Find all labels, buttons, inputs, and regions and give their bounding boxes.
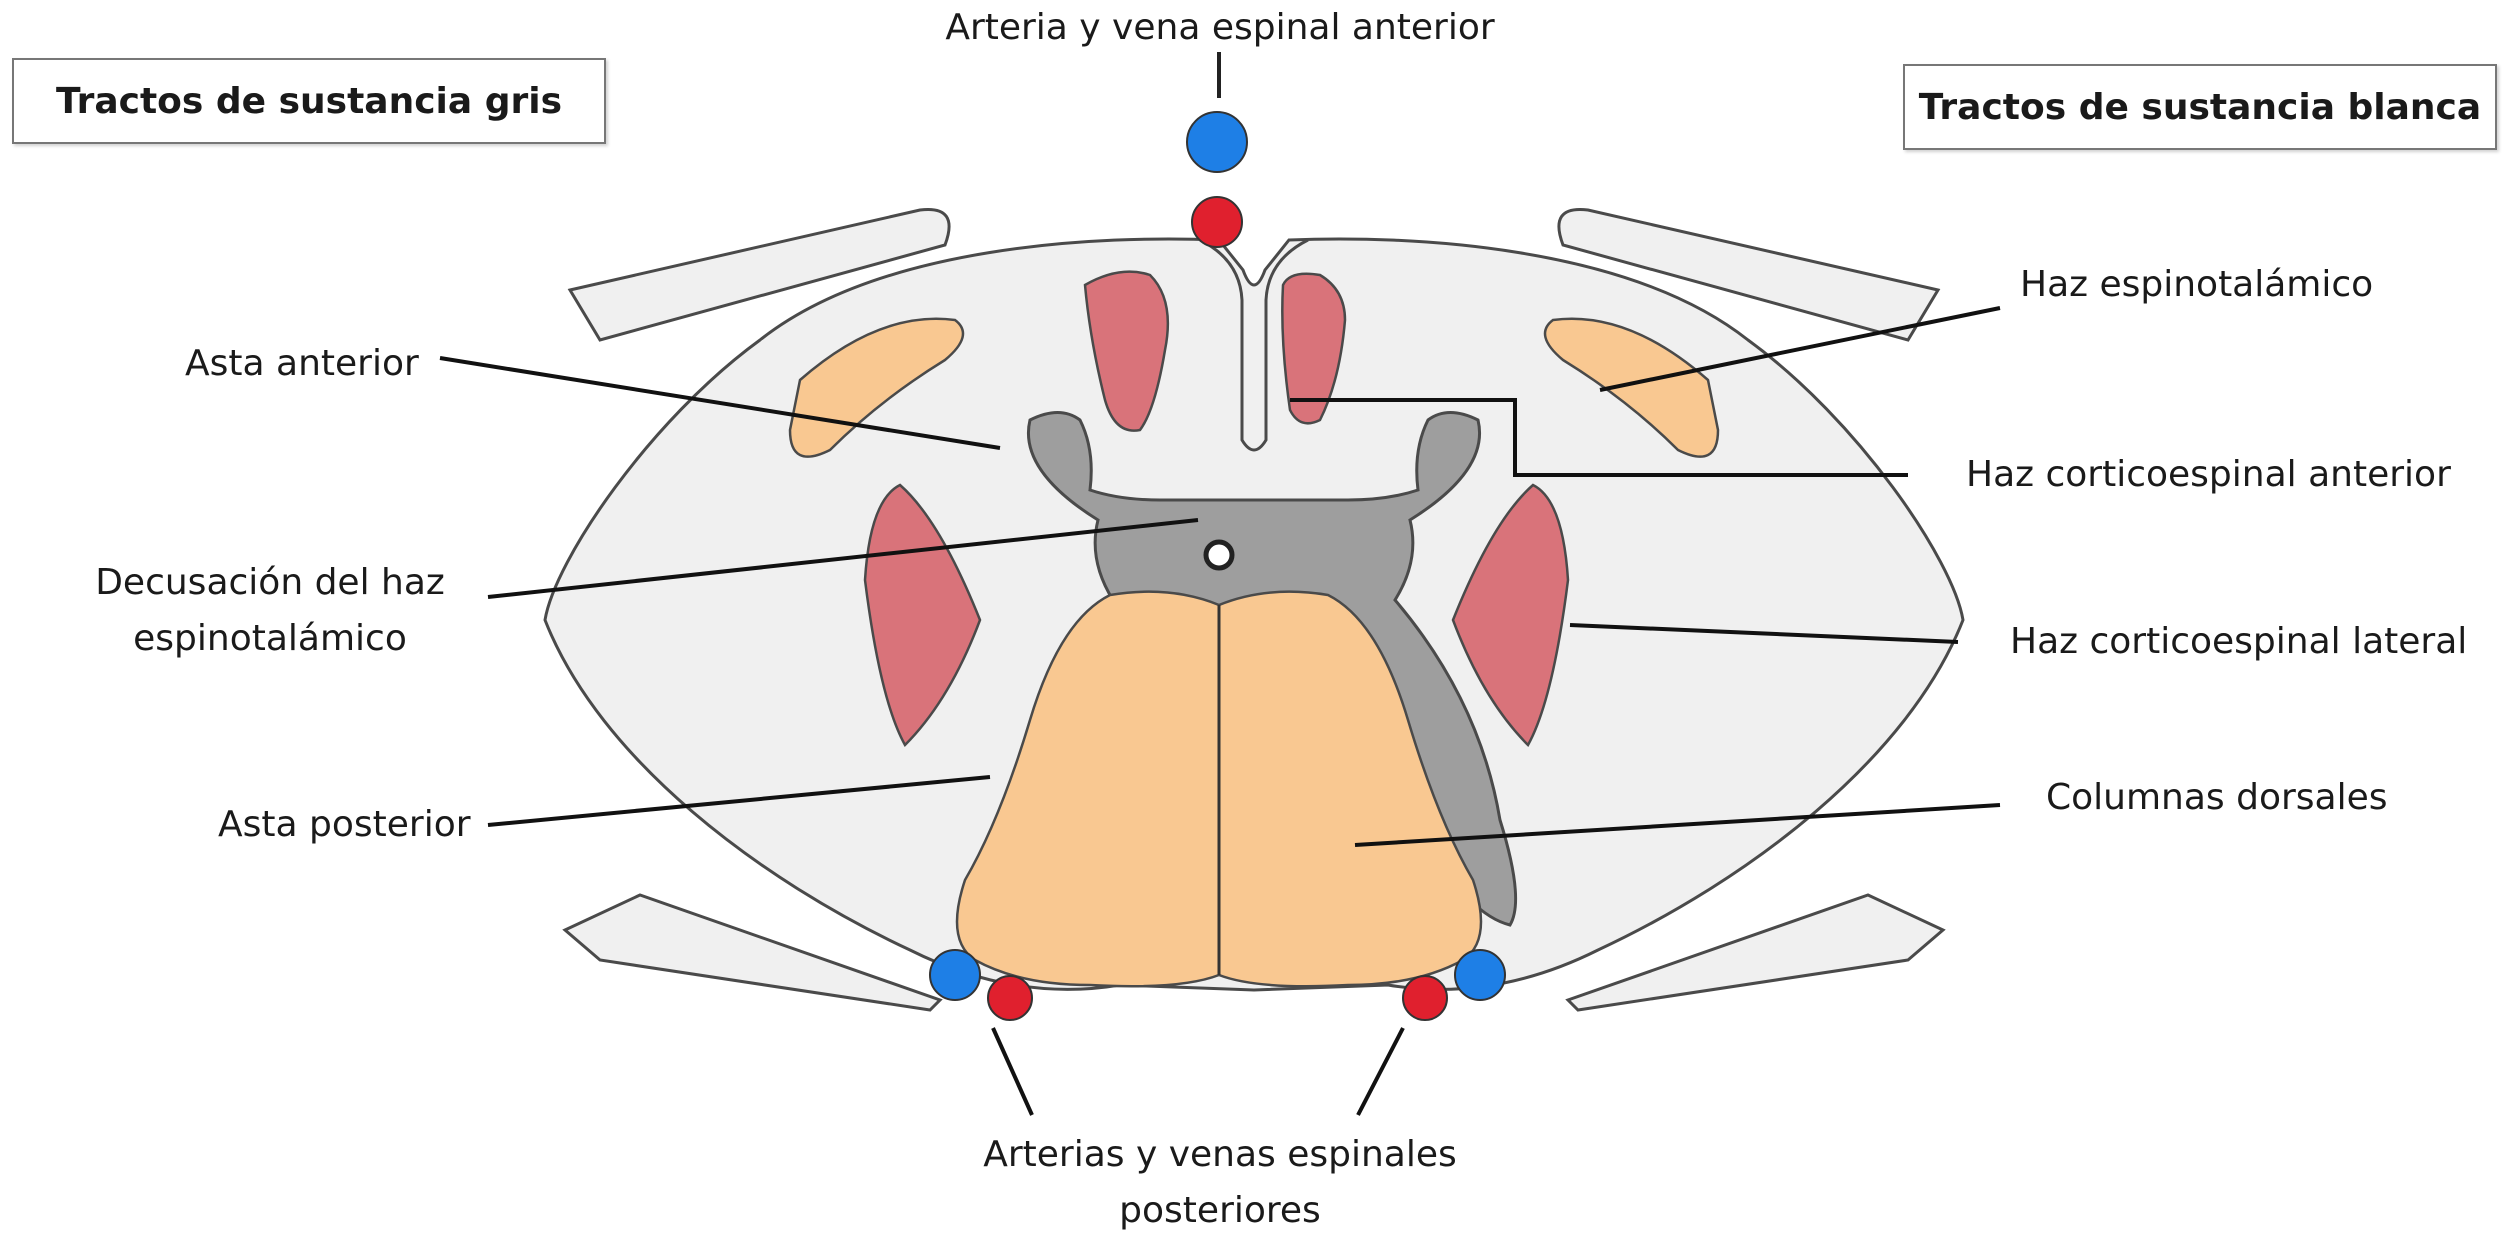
white-matter-header: Tractos de sustancia blanca xyxy=(1903,64,2497,150)
lateral-corticospinal-right xyxy=(1451,483,1570,748)
label-espinotalamico: Haz espinotalámico xyxy=(2020,264,2374,305)
label-asta-posterior: Asta posterior xyxy=(218,804,471,845)
dorsal-column-right xyxy=(1217,590,1483,988)
leader-espinotalamico xyxy=(1599,306,2001,392)
posterior-root-right xyxy=(1565,893,1946,1012)
label-corticoespinal-anterior: Haz corticoespinal anterior xyxy=(1966,454,2451,495)
label-anterior-vessels: Arteria y vena espinal anterior xyxy=(945,7,1495,48)
posterior-artery-left xyxy=(987,975,1033,1021)
anterior-corticospinal-left xyxy=(1083,270,1170,432)
leader-vasos-posteriores-right xyxy=(1356,1027,1405,1116)
central-canal xyxy=(1203,539,1235,571)
label-decusacion-line2: espinotalámico xyxy=(133,618,407,659)
leader-asta-posterior xyxy=(487,775,991,827)
lateral-corticospinal-left xyxy=(863,483,982,748)
label-asta-anterior: Asta anterior xyxy=(185,343,419,384)
label-corticoespinal-lateral: Haz corticoespinal lateral xyxy=(2010,621,2468,662)
label-vasos-posteriores: Arterias y venas espinales posteriores xyxy=(900,1127,1540,1239)
label-vasos-posteriores-line2: posteriores xyxy=(1119,1190,1321,1231)
label-columnas-dorsales: Columnas dorsales xyxy=(2046,777,2388,818)
posterior-root-left xyxy=(562,893,943,1012)
posterior-vein-right xyxy=(1454,949,1506,1001)
anterior-root-right xyxy=(1557,207,1941,342)
anterior-fissure xyxy=(1199,238,1309,452)
anterior-root-left xyxy=(567,207,951,342)
label-decusacion-line1: Decusación del haz xyxy=(95,562,445,603)
anterior-artery xyxy=(1191,196,1243,248)
leader-corticoespinal-lateral xyxy=(1569,623,1959,644)
leader-columnas-dorsales xyxy=(1354,803,2001,847)
gray-matter-header: Tractos de sustancia gris xyxy=(12,58,606,144)
label-vasos-posteriores-line1: Arterias y venas espinales xyxy=(983,1134,1457,1175)
posterior-vein-left xyxy=(929,949,981,1001)
anterior-corticospinal-right xyxy=(1281,272,1347,425)
leader-corticoespinal-anterior xyxy=(1290,398,1908,477)
posterior-artery-right xyxy=(1402,975,1448,1021)
leader-decusacion xyxy=(487,518,1199,599)
spinothalamic-tract-right xyxy=(1543,317,1720,458)
anterior-vein xyxy=(1186,111,1248,173)
leader-vasos-posteriores-left xyxy=(991,1027,1034,1116)
leader-asta-anterior xyxy=(439,356,1001,450)
dorsal-column-left xyxy=(955,590,1221,988)
label-decusacion: Decusación del haz espinotalámico xyxy=(60,555,480,667)
